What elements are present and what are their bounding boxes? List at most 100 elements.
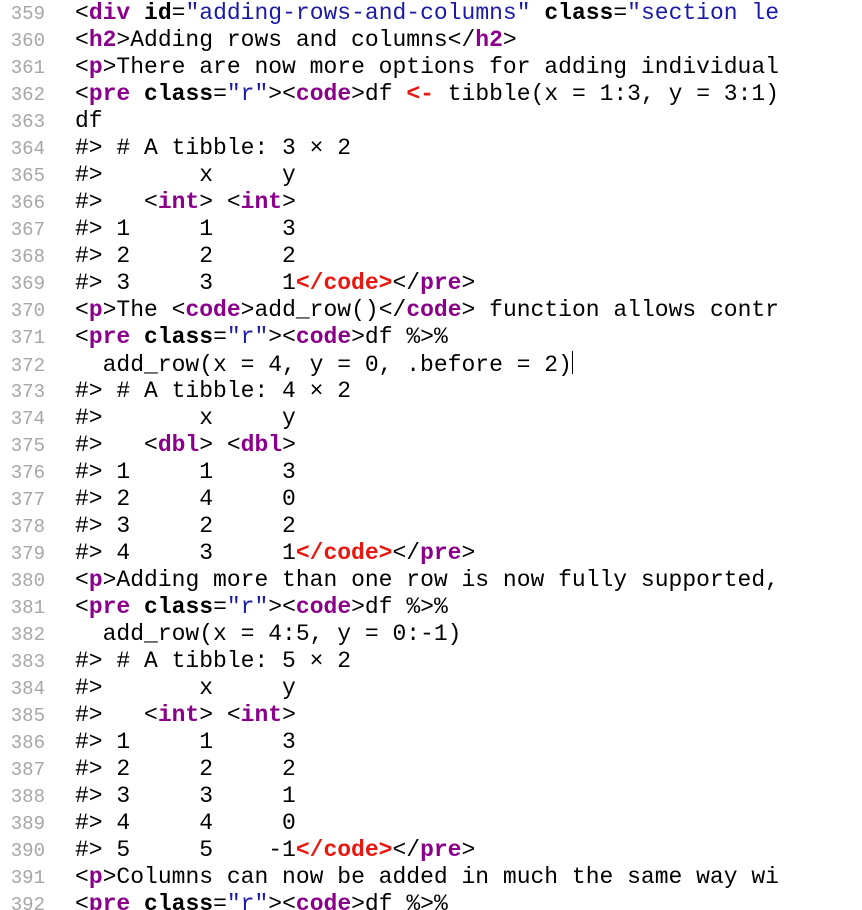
code-line[interactable]: 389#> 4 4 0 <box>0 810 862 837</box>
code-text[interactable]: #> 2 2 2 <box>60 756 862 783</box>
code-text[interactable]: df <box>60 108 862 135</box>
code-text[interactable]: <p>Columns can now be added in much the … <box>60 864 862 891</box>
code-text[interactable]: <p>Adding more than one row is now fully… <box>60 567 862 594</box>
code-token: int <box>157 702 200 728</box>
code-line[interactable]: 370 <p>The <code>add_row()</code> functio… <box>0 297 862 324</box>
code-token: "adding-rows-and-columns" <box>185 0 531 26</box>
code-token: add_row(x = 4:5, y = 0:-1) <box>75 621 462 647</box>
code-text[interactable]: #> 3 3 1</code></pre> <box>60 270 862 297</box>
code-token: #> 4 4 0 <box>75 810 296 836</box>
code-token: code <box>185 297 241 323</box>
code-text[interactable]: <div id="adding-rows-and-columns" class=… <box>60 0 862 27</box>
code-line[interactable]: 373#> # A tibble: 4 × 2 <box>0 378 862 405</box>
code-text[interactable]: #> 1 1 3 <box>60 216 862 243</box>
code-token: dbl <box>157 432 200 458</box>
code-text[interactable]: #> 2 4 0 <box>60 486 862 513</box>
code-text[interactable]: #> 4 4 0 <box>60 810 862 837</box>
code-line[interactable]: 369#> 3 3 1</code></pre> <box>0 270 862 297</box>
code-token: > < <box>199 189 241 215</box>
code-token: < <box>75 54 89 80</box>
code-line[interactable]: 365#> x y <box>0 162 862 189</box>
code-line[interactable]: 364 #> # A tibble: 3 × 2 <box>0 135 862 162</box>
code-text[interactable]: <pre class="r"><code>df %>% <box>60 594 862 621</box>
code-token: "r" <box>226 324 269 350</box>
code-line[interactable]: 374#> x y <box>0 405 862 432</box>
code-token: "section le <box>627 0 779 26</box>
code-line[interactable]: 362<pre class="r"><code>df <- tibble(x =… <box>0 81 862 108</box>
code-line[interactable]: 382 add_row(x = 4:5, y = 0:-1) <box>0 621 862 648</box>
code-line[interactable]: 379 #> 4 3 1</code></pre> <box>0 540 862 567</box>
code-token: code <box>295 81 352 107</box>
code-token: <- <box>406 81 434 107</box>
code-line[interactable]: 360<h2>Adding rows and columns</h2> <box>0 27 862 54</box>
code-line[interactable]: 372 add_row(x = 4, y = 0, .before = 2) <box>0 351 862 378</box>
code-line[interactable]: 391<p>Columns can now be added in much t… <box>0 864 862 891</box>
code-line[interactable]: 375#> <dbl> <dbl> <box>0 432 862 459</box>
code-text[interactable]: #> # A tibble: 3 × 2 <box>60 135 862 162</box>
code-token: #> 3 3 1 <box>75 783 296 809</box>
code-text[interactable]: <h2>Adding rows and columns</h2> <box>60 27 862 54</box>
code-token: < <box>75 27 89 53</box>
code-text[interactable]: <pre class="r"><code>df <- tibble(x = 1:… <box>60 81 862 108</box>
code-text[interactable]: #> # A tibble: 5 × 2 <box>60 648 862 675</box>
code-token: >df %>% <box>351 594 448 620</box>
code-token: pre <box>420 837 462 863</box>
code-line[interactable]: 376#> 1 1 3 <box>0 459 862 486</box>
line-number: 378 <box>10 516 45 538</box>
code-line[interactable]: 359<div id="adding-rows-and-columns" cla… <box>0 0 862 27</box>
code-token: p <box>88 54 103 80</box>
code-text[interactable]: #> 5 5 -1</code></pre> <box>60 837 862 864</box>
code-text[interactable]: #> # A tibble: 4 × 2 <box>60 378 862 405</box>
code-token: >< <box>268 891 296 910</box>
code-line[interactable]: 381<pre class="r"><code>df %>% <box>0 594 862 621</box>
code-text[interactable]: #> 2 2 2 <box>60 243 862 270</box>
code-token: code <box>295 594 352 620</box>
code-text[interactable]: #> <int> <int> <box>60 702 862 729</box>
code-text[interactable]: <pre class="r"><code>df %>% <box>60 324 862 351</box>
code-line[interactable]: 386#> 1 1 3 <box>0 729 862 756</box>
code-text[interactable]: #> x y <box>60 405 862 432</box>
code-line[interactable]: 392<pre class="r"><code>df %>% <box>0 891 862 910</box>
code-line[interactable]: 367 #> 1 1 3 <box>0 216 862 243</box>
code-token: < <box>75 594 89 620</box>
line-number: 370 <box>10 300 45 322</box>
code-token: int <box>240 189 283 215</box>
code-text[interactable]: <p>The <code>add_row()</code> function a… <box>60 297 862 324</box>
line-number: 379 <box>10 543 45 565</box>
code-line[interactable]: 371<pre class="r"><code>df %>% <box>0 324 862 351</box>
code-line[interactable]: 377#> 2 4 0 <box>0 486 862 513</box>
line-number: 367 <box>10 219 45 241</box>
code-text[interactable]: add_row(x = 4:5, y = 0:-1) <box>60 621 862 648</box>
code-line[interactable]: 366#> <int> <int> <box>0 189 862 216</box>
code-line[interactable]: 390#> 5 5 -1</code></pre> <box>0 837 862 864</box>
code-line[interactable]: 388#> 3 3 1 <box>0 783 862 810</box>
code-text[interactable]: #> 3 2 2 <box>60 513 862 540</box>
code-line[interactable]: 384#> x y <box>0 675 862 702</box>
code-text[interactable]: #> x y <box>60 675 862 702</box>
code-token: dbl <box>240 432 283 458</box>
code-line[interactable]: 368#> 2 2 2 <box>0 243 862 270</box>
code-text[interactable]: <pre class="r"><code>df %>% <box>60 891 862 910</box>
code-text[interactable]: #> 4 3 1</code></pre> <box>60 540 862 567</box>
code-line[interactable]: 387#> 2 2 2 <box>0 756 862 783</box>
code-text[interactable]: #> 3 3 1 <box>60 783 862 810</box>
code-token: >Columns can now be added in much the sa… <box>102 864 779 890</box>
code-line[interactable]: 385#> <int> <int> <box>0 702 862 729</box>
line-number: 364 <box>10 138 45 160</box>
code-text[interactable]: #> 1 1 3 <box>60 459 862 486</box>
code-text[interactable]: add_row(x = 4, y = 0, .before = 2) <box>60 351 862 379</box>
code-line[interactable]: 378 #> 3 2 2 <box>0 513 862 540</box>
code-token: "r" <box>226 594 269 620</box>
code-token: div <box>88 0 131 26</box>
code-text[interactable]: #> x y <box>60 162 862 189</box>
code-text[interactable]: #> <int> <int> <box>60 189 862 216</box>
code-line[interactable]: 383#> # A tibble: 5 × 2 <box>0 648 862 675</box>
code-text[interactable]: #> <dbl> <dbl> <box>60 432 862 459</box>
code-text[interactable]: #> 1 1 3 <box>60 729 862 756</box>
code-line[interactable]: 361<p>There are now more options for add… <box>0 54 862 81</box>
code-text[interactable]: <p>There are now more options for adding… <box>60 54 862 81</box>
code-line[interactable]: 380<p>Adding more than one row is now fu… <box>0 567 862 594</box>
